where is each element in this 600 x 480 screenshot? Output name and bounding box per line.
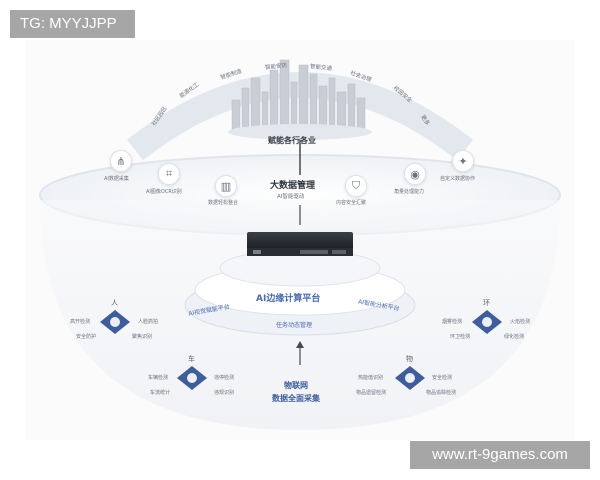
- hub-item: 热能值识别: [358, 375, 384, 381]
- hub-item: 人脸抓拍: [138, 319, 159, 325]
- watermark-top-left: TG: MYYJJPP: [10, 10, 135, 38]
- hub-environment-title: 环: [483, 299, 490, 307]
- hub-person-diamond: [100, 310, 130, 334]
- ring-item-label: 角量处理能力: [394, 189, 425, 195]
- hub-vehicle-title: 车: [188, 355, 195, 363]
- scan-icon: ⌗: [158, 163, 180, 185]
- hub-vehicle-diamond: [177, 366, 207, 390]
- hub-item: 环卫检测: [450, 334, 471, 340]
- network-icon: ⋔: [110, 150, 132, 172]
- iot-title: 物联网: [284, 381, 308, 390]
- hub-item: 安全防护: [76, 334, 97, 340]
- city-skyline: [228, 59, 372, 140]
- ring-item-label: AI图像OCR识别: [146, 189, 182, 195]
- city-caption: 赋能各行各业: [268, 136, 316, 145]
- hub-item: 物品遗留检测: [356, 390, 387, 396]
- iot-subtitle: 数据全面采集: [272, 394, 320, 403]
- edge-device: [247, 232, 353, 256]
- camera-icon: ◉: [404, 163, 426, 185]
- platform-title: AI边缘计算平台: [256, 294, 321, 304]
- platform-center-label: 任务动态管理: [276, 322, 313, 329]
- hub-item: 违规识别: [214, 390, 235, 396]
- iot-arrow-head: [296, 341, 304, 348]
- big-data-title: 大数据管理: [270, 181, 316, 191]
- hub-item: 高开检测: [70, 319, 91, 325]
- hub-item: 火焰检测: [510, 319, 531, 325]
- chart-icon: ▥: [215, 175, 237, 197]
- ring-item-label: 数据轻松整合: [208, 200, 239, 206]
- hub-item: 聚焦识别: [132, 334, 153, 340]
- ring-item-label: 自定义数据协作: [440, 176, 476, 182]
- ring-item-label: 内容安全汇聚: [336, 200, 367, 206]
- hub-item: 安全检测: [432, 375, 453, 381]
- ring-item-label: AI数据采集: [104, 176, 129, 182]
- hub-person-title: 人: [111, 299, 118, 307]
- hub-object-diamond: [395, 366, 425, 390]
- hub-item: 绿化检测: [504, 334, 525, 340]
- hub-item: 违停检测: [214, 375, 235, 381]
- hub-item: 车辆检测: [148, 375, 169, 381]
- shield-icon: ⛉: [345, 175, 367, 197]
- watermark-bottom-right: www.rt-9games.com: [410, 441, 590, 469]
- hub-item: 物品追踪检测: [426, 390, 457, 396]
- hub-item: 车流统计: [150, 390, 171, 396]
- flow-icon: ✦: [452, 150, 474, 172]
- hub-item: 烟雾检测: [442, 319, 463, 325]
- hub-object-title: 物: [406, 355, 413, 363]
- hub-environment-diamond: [472, 310, 502, 334]
- big-data-subtitle: AI智能驱动: [277, 194, 305, 200]
